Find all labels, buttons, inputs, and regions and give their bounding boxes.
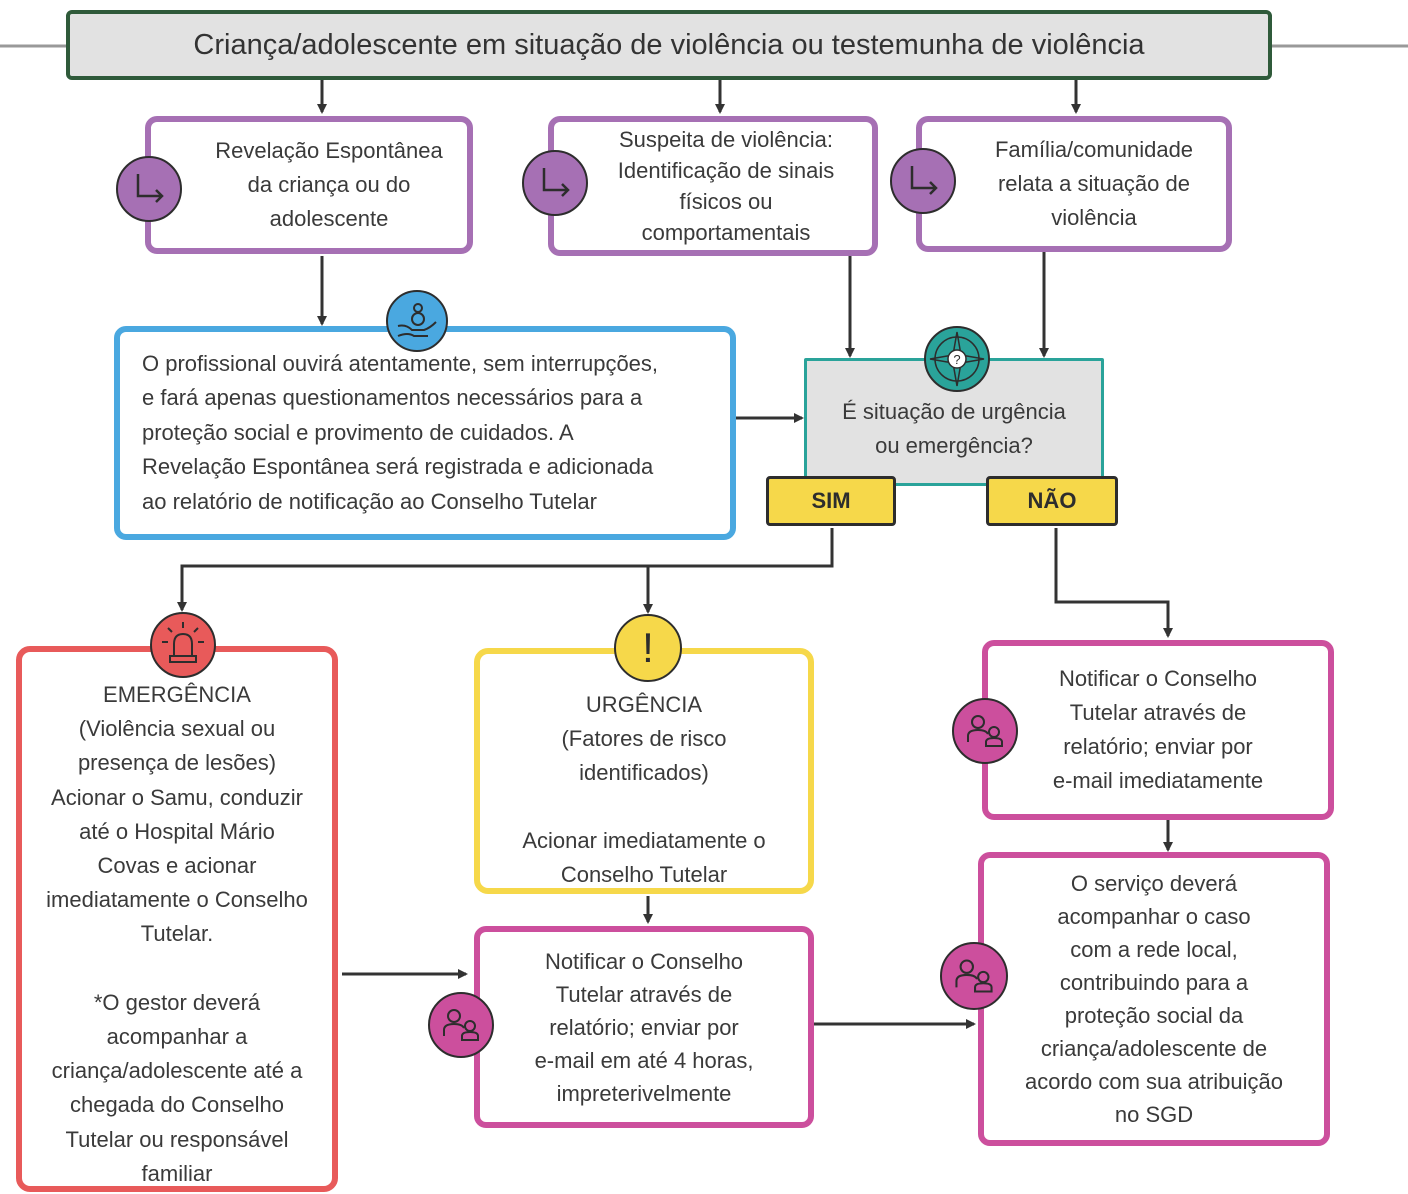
flow-title: Criança/adolescente em situação de violê… xyxy=(66,10,1272,80)
notify-now-text: Notificar o Conselho Tutelar através de … xyxy=(1052,666,1264,793)
notify-now-box: Notificar o Conselho Tutelar através de … xyxy=(982,640,1334,820)
exclamation-icon: ! xyxy=(614,614,682,682)
entry-spontaneous-disclosure: Revelação Espontânea da criança ou do ad… xyxy=(145,116,473,254)
notify-4h-box: Notificar o Conselho Tutelar através de … xyxy=(474,926,814,1128)
follow-up-text: O serviço deverá acompanhar o caso com a… xyxy=(1024,871,1284,1127)
no-label: NÃO xyxy=(986,476,1118,526)
arrow-turn-icon xyxy=(116,156,182,222)
emergency-text: EMERGÊNCIA (Violência sexual ou presença… xyxy=(46,682,308,1186)
arrow-turn-icon xyxy=(522,150,588,216)
emergency-box: EMERGÊNCIA (Violência sexual ou presença… xyxy=(16,646,338,1192)
listen-attentively-box: O profissional ouvirá atentamente, sem i… xyxy=(114,326,736,540)
arrow-no-to-notify-now xyxy=(1054,528,1173,638)
exclamation-glyph: ! xyxy=(642,624,654,671)
urgency-text: URGÊNCIA (Fatores de risco identificados… xyxy=(522,692,766,887)
siren-icon xyxy=(150,612,216,678)
people-icon xyxy=(940,942,1008,1010)
people-icon xyxy=(952,698,1018,764)
arrow-yes-to-emergency xyxy=(177,528,834,612)
entry-family-report: Família/comunidade relata a situação de … xyxy=(916,116,1232,252)
follow-up-box: O serviço deverá acompanhar o caso com a… xyxy=(978,852,1330,1146)
caring-hand-icon xyxy=(386,290,448,352)
arrow-turn-icon xyxy=(890,148,956,214)
urgency-box: URGÊNCIA (Fatores de risco identificados… xyxy=(474,648,814,894)
urgency-decision-box: É situação de urgência ou emergência? xyxy=(804,358,1104,486)
svg-text:?: ? xyxy=(953,352,960,367)
yes-label: SIM xyxy=(766,476,896,526)
notify-4h-text: Notificar o Conselho Tutelar através de … xyxy=(534,948,754,1106)
entry-3-text: Família/comunidade relata a situação de … xyxy=(994,137,1194,230)
people-icon xyxy=(428,992,494,1058)
listen-text: O profissional ouvirá atentamente, sem i… xyxy=(142,350,659,514)
entry-suspicion: Suspeita de violência: Identificação de … xyxy=(548,116,878,256)
decision-text: É situação de urgência ou emergência? xyxy=(842,399,1066,458)
entry-2-text: Suspeita de violência: Identificação de … xyxy=(617,127,835,245)
flow-title-text: Criança/adolescente em situação de violê… xyxy=(193,29,1145,61)
compass-question-icon: ? xyxy=(924,326,990,392)
entry-1-text: Revelação Espontânea da criança ou do ad… xyxy=(215,138,443,231)
